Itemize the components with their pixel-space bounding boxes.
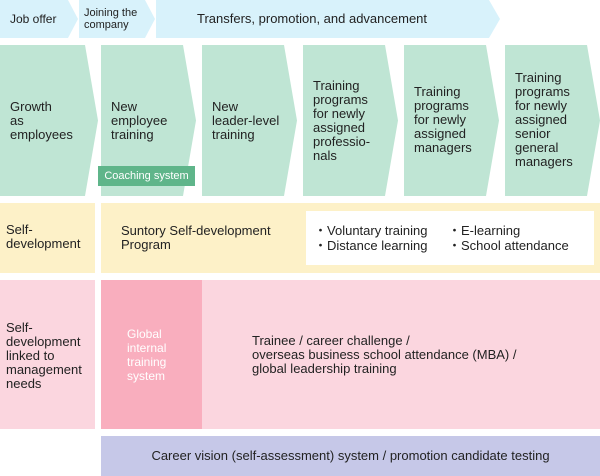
management-needs-box: Global internal training system Trainee … (101, 280, 600, 429)
option-voluntary-training: ・Voluntary training (314, 223, 428, 238)
stage-joining-label: Joining the company (84, 7, 138, 31)
professionals-label: Training programs for newly assigned pro… (313, 78, 371, 163)
option-school-attendance-label: School attendance (461, 238, 569, 253)
chevron-growth-shape (0, 45, 98, 196)
growth-label: Growth as employees (10, 99, 73, 142)
chevron-managers: Training programs for newly assigned man… (404, 45, 499, 196)
option-e-learning: ・E-learning (448, 223, 521, 238)
stage-joining: Joining the company (79, 0, 155, 38)
chevron-managers-shape (404, 45, 499, 196)
new-employee-label: New employee training (111, 99, 168, 142)
stage-job-offer: Job offer (0, 0, 78, 38)
chevron-senior-managers-shape (505, 45, 600, 196)
chevron-new-employee-shape (101, 45, 196, 196)
stage-transfers-arrow (156, 0, 500, 38)
option-distance-learning: ・Distance learning (314, 238, 428, 253)
coaching-system-badge: Coaching system (98, 166, 195, 186)
option-e-learning-label: E-learning (461, 223, 521, 238)
senior-managers-label: Training programs for newly assigned sen… (515, 70, 573, 169)
option-school-attendance: ・School attendance (448, 238, 569, 253)
stage-joining-arrow (79, 0, 155, 38)
managers-label: Training programs for newly assigned man… (414, 84, 472, 155)
chevron-professionals: Training programs for newly assigned pro… (303, 45, 398, 196)
chevron-new-leader: New leader-level training (202, 45, 297, 196)
chevron-growth: Growth as employees (0, 45, 98, 196)
chevron-senior-managers: Training programs for newly assigned sen… (505, 45, 600, 196)
stage-job-offer-arrow (0, 0, 78, 38)
career-vision-bar: Career vision (self-assessment) system /… (101, 436, 600, 476)
option-voluntary-training-label: Voluntary training (327, 223, 428, 238)
self-development-program-box: Suntory Self-development Program ・Volunt… (101, 203, 600, 273)
stage-job-offer-label: Job offer (10, 12, 57, 26)
management-needs-label: Self- development linked to management n… (0, 280, 95, 429)
stage-transfers-label: Transfers, promotion, and advancement (197, 11, 428, 26)
self-development-program-title: Suntory Self-development Program (121, 223, 271, 252)
self-development-options-box: ・Voluntary training ・E-learning ・Distanc… (306, 211, 594, 265)
option-distance-learning-label: Distance learning (327, 238, 428, 253)
new-leader-label: New leader-level training (212, 99, 280, 142)
self-development-label: Self- development (0, 203, 95, 273)
global-training-description: Trainee / career challenge / overseas bu… (252, 333, 517, 376)
chevron-new-leader-shape (202, 45, 297, 196)
chevron-professionals-shape (303, 45, 398, 196)
chevron-new-employee: New employee training (101, 45, 196, 196)
stage-transfers: Transfers, promotion, and advancement (156, 0, 500, 38)
global-internal-training-system: Global internal training system (101, 280, 202, 429)
